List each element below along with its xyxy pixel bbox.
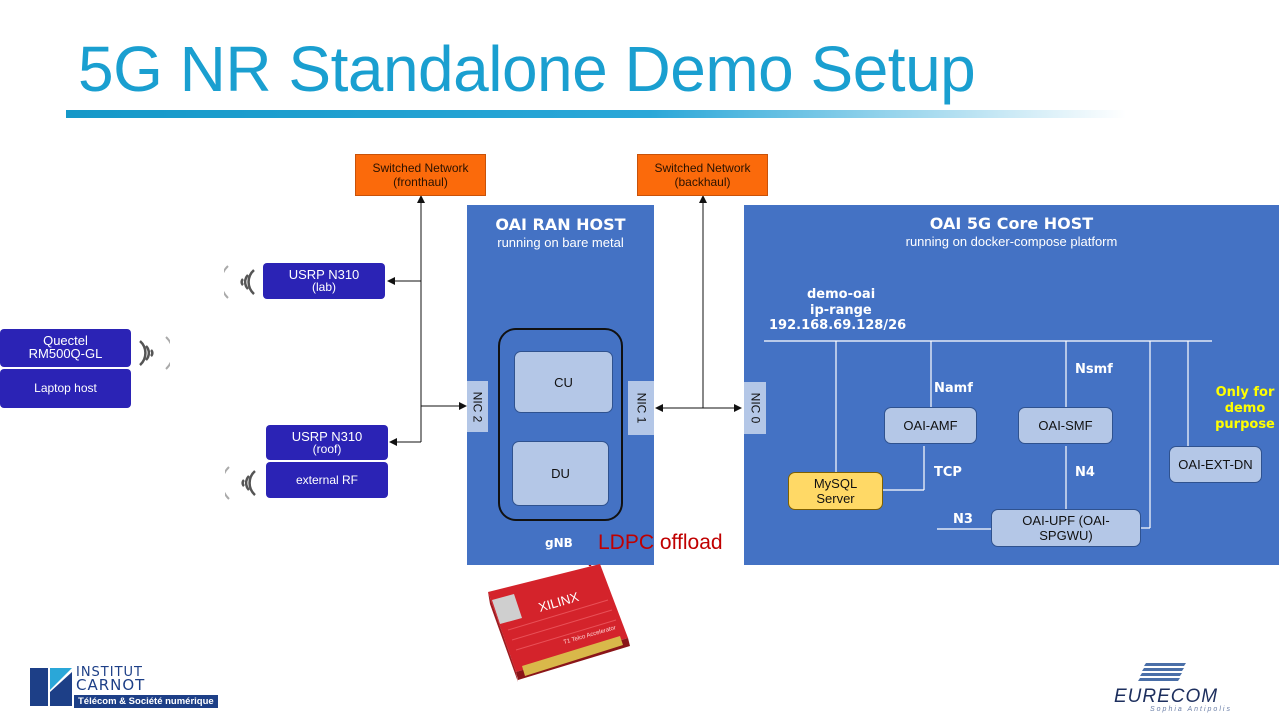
oai-amf-box: OAI-AMF: [884, 407, 977, 444]
carnot-line1: INSTITUT: [76, 665, 143, 680]
switch-backhaul-line1: Switched Network: [654, 161, 751, 175]
carnot-logo-mark: [30, 668, 72, 706]
demo-purpose-note: Only for demo purpose: [1190, 385, 1280, 433]
gnb-label: gNB: [545, 536, 573, 550]
nic1-label: NIC 1: [634, 392, 648, 424]
usrp-lab-sub: (lab): [311, 280, 336, 294]
eurecom-tagline: Sophia Antipolis: [1150, 706, 1232, 713]
nsmf-label: Nsmf: [1075, 362, 1113, 377]
quectel-line1: Quectel: [43, 333, 88, 348]
usrp-roof-sub: (roof): [312, 442, 342, 456]
ldpc-label-part2: offload: [659, 531, 723, 554]
antenna-lab-icon: [220, 262, 258, 310]
core-host-subtitle: running on docker-compose platform: [905, 234, 1118, 249]
demo-oai-name: demo-oai: [807, 287, 876, 302]
demo-note-line2: demo: [1224, 401, 1266, 416]
mysql-server-box: MySQL Server: [788, 472, 883, 510]
nic0-port: NIC 0: [744, 382, 766, 434]
carnot-line2: CARNOT: [76, 676, 146, 694]
quectel-ue: Quectel RM500Q-GL: [0, 329, 131, 367]
eurecom-logo-mark: [1138, 663, 1192, 690]
ran-host-subtitle: running on bare metal: [497, 235, 624, 250]
tcp-label: TCP: [934, 465, 962, 480]
du-box: DU: [512, 441, 609, 506]
namf-label: Namf: [934, 381, 973, 396]
ran-host-title: OAI RAN HOST: [495, 215, 626, 234]
demo-oai-iprange-label: ip-range: [810, 303, 872, 318]
nic1-port: NIC 1: [628, 381, 654, 435]
core-network-lines: [764, 340, 1212, 530]
quectel-line2: RM500Q-GL: [28, 346, 103, 361]
nic2-label: NIC 2: [470, 391, 485, 422]
switch-fronthaul-line2: (fronthaul): [393, 175, 448, 189]
nic0-label: NIC 0: [748, 392, 762, 424]
xilinx-accelerator-card: XILINX T1 Telco Accelerator: [488, 564, 630, 682]
gnb-container: [498, 328, 623, 521]
slide-title: 5G NR Standalone Demo Setup: [78, 33, 976, 105]
carnot-logo-text: INSTITUT CARNOT: [76, 665, 146, 694]
oai-ext-dn-box: OAI-EXT-DN: [1169, 446, 1262, 483]
antenna-roof-icon: [221, 463, 259, 511]
carnot-tagline: Télécom & Société numérique: [74, 695, 218, 708]
demo-note-line3: purpose: [1215, 417, 1275, 432]
usrp-lab-name: USRP N310: [288, 267, 360, 282]
external-rf: external RF: [266, 462, 388, 498]
oai-smf-box: OAI-SMF: [1018, 407, 1113, 444]
oai-upf-box: OAI-UPF (OAI- SPGWU): [991, 509, 1141, 547]
n4-label: N4: [1075, 465, 1095, 480]
ldpc-offload-label: LDPC offload: [598, 531, 723, 555]
usrp-roof: USRP N310 (roof): [266, 425, 388, 460]
usrp-roof-name: USRP N310: [291, 429, 363, 444]
mysql-line1: MySQL: [813, 476, 858, 491]
ue-antenna-icon: [136, 333, 174, 378]
demo-oai-iprange: 192.168.69.128/26: [769, 318, 907, 333]
title-underline: [66, 110, 1126, 118]
demo-note-line1: Only for: [1215, 385, 1275, 400]
ldpc-label-part1: LDPC: [598, 531, 655, 554]
switch-backhaul: Switched Network (backhaul): [637, 154, 768, 196]
nic2-port: NIC 2: [467, 381, 488, 432]
usrp-lab: USRP N310 (lab): [263, 263, 385, 299]
upf-line2: SPGWU): [1039, 528, 1093, 543]
switch-backhaul-line2: (backhaul): [674, 175, 731, 189]
mysql-line2: Server: [816, 491, 855, 506]
upf-line1: OAI-UPF (OAI-: [1022, 513, 1110, 528]
n3-label: N3: [953, 512, 973, 527]
eurecom-name: EURECOM: [1114, 686, 1219, 707]
switch-fronthaul-line1: Switched Network: [372, 161, 469, 175]
switch-fronthaul: Switched Network (fronthaul): [355, 154, 486, 196]
laptop-host: Laptop host: [0, 369, 131, 408]
cu-box: CU: [514, 351, 613, 413]
core-host-title: OAI 5G Core HOST: [929, 214, 1094, 233]
